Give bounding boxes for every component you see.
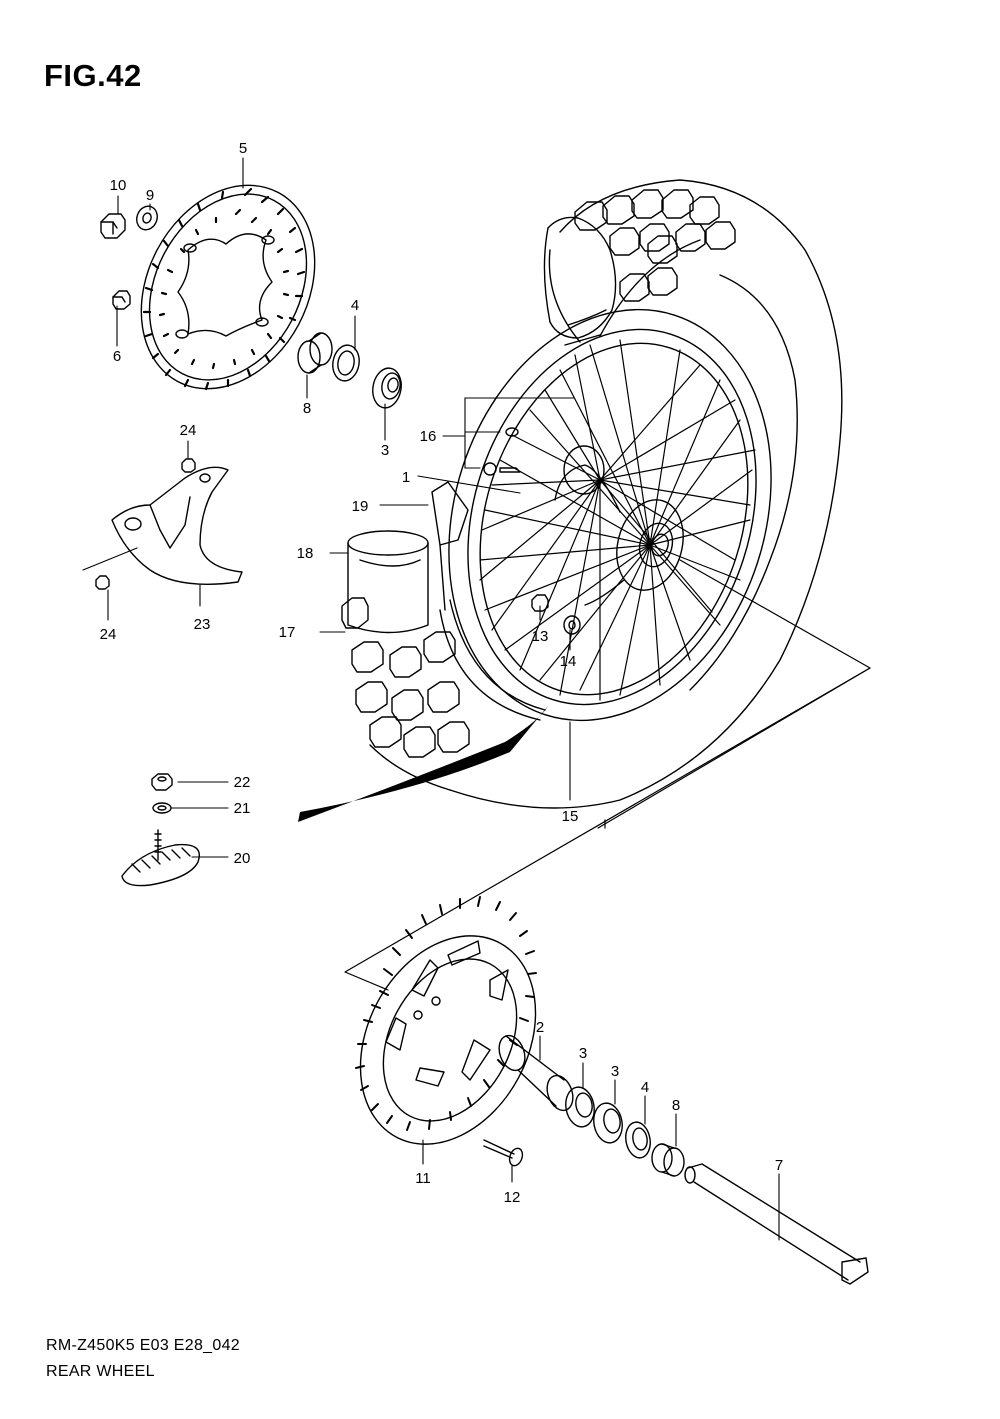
callout-5: 5	[239, 140, 247, 157]
axle-7	[684, 1163, 869, 1285]
washer-14	[563, 615, 581, 635]
callout-2: 2	[536, 1019, 544, 1036]
seal-4-top	[332, 344, 360, 382]
callout-7: 7	[775, 1157, 783, 1174]
washer-21	[152, 802, 172, 814]
spokes-16	[479, 339, 756, 701]
callout-14: 14	[560, 653, 577, 670]
callout-9: 9	[146, 187, 154, 204]
callout-22: 22	[234, 774, 251, 791]
leader-lines	[82, 157, 780, 1241]
bolt-24-upper	[181, 458, 196, 473]
brake-disc	[140, 184, 316, 391]
callout-17: 17	[279, 624, 296, 641]
sprocket-11	[355, 896, 537, 1145]
callout-3-top: 3	[381, 442, 389, 459]
bolt-6	[112, 290, 131, 310]
nut-10	[100, 213, 126, 239]
washer-9	[136, 205, 158, 231]
bolt-12	[483, 1139, 524, 1167]
bolt-24-lower	[95, 575, 110, 590]
callout-3-lower-1: 3	[579, 1045, 587, 1062]
callout-24-lower: 24	[100, 626, 117, 643]
callout-18: 18	[297, 545, 314, 562]
figure-title: FIG.42	[44, 58, 142, 93]
model-code: RM-Z450K5 E03 E28_042	[46, 1337, 240, 1354]
callout-11: 11	[415, 1170, 431, 1187]
callout-19: 19	[352, 498, 369, 515]
callout-21: 21	[234, 800, 251, 817]
callouts: 1 2 3 3 3 4 4 5 6 7 8 8 9 10 11 12 13 14…	[100, 140, 784, 1206]
figure-caption: REAR WHEEL	[46, 1363, 155, 1380]
callout-1: 1	[402, 469, 410, 486]
rim-band-19	[431, 481, 469, 611]
collar-8-top	[297, 332, 333, 374]
rim-lock-20	[121, 829, 200, 887]
callout-13: 13	[532, 628, 549, 645]
disc-guard-23	[111, 466, 243, 585]
spacer-2	[498, 1034, 574, 1112]
callout-20: 20	[234, 850, 251, 867]
bearing-3-top	[372, 367, 402, 409]
callout-15: 15	[562, 808, 579, 825]
nut-22	[151, 773, 173, 791]
inner-tube-18	[347, 530, 429, 634]
direction-arrow	[298, 706, 548, 822]
callout-4-top: 4	[351, 297, 359, 314]
callout-10: 10	[110, 177, 127, 194]
spoke-nipples-16	[483, 427, 521, 476]
assembly-guide-lines	[344, 559, 871, 991]
callout-23: 23	[194, 616, 211, 633]
callout-24-upper: 24	[180, 422, 197, 439]
callout-12: 12	[504, 1189, 521, 1206]
hub	[554, 445, 684, 606]
rim-15	[448, 308, 772, 722]
bearing-3-lower-2	[593, 1102, 623, 1144]
callout-3-lower-2: 3	[611, 1063, 619, 1080]
callout-4-lower: 4	[641, 1079, 649, 1096]
nut-13	[531, 594, 549, 612]
rear-tire-17	[341, 179, 843, 809]
callout-8-top: 8	[303, 400, 311, 417]
seal-4-lower	[625, 1121, 651, 1159]
bearing-3-lower-1	[565, 1086, 595, 1128]
callout-6: 6	[113, 348, 121, 365]
collar-8-lower	[651, 1143, 685, 1177]
callout-8-lower: 8	[672, 1097, 680, 1114]
callout-16: 16	[420, 428, 437, 445]
